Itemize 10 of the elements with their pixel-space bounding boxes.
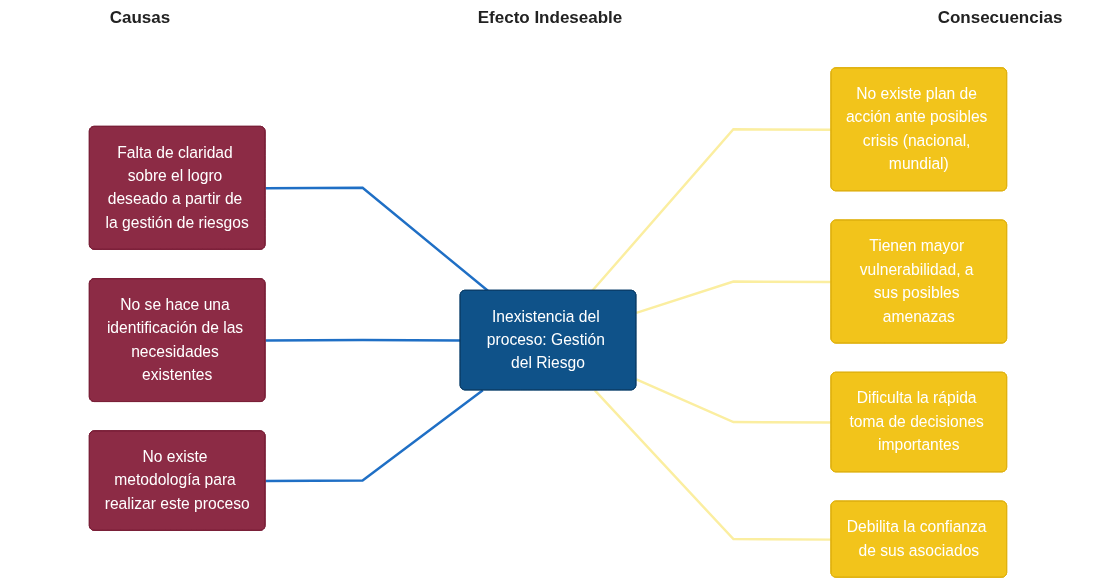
column-heading: Consecuencias <box>936 8 1064 28</box>
connector <box>591 128 832 292</box>
column-heading: Efecto Indeseable <box>476 8 624 28</box>
connector <box>635 280 832 314</box>
connector <box>265 338 461 342</box>
connector <box>593 389 832 541</box>
connector <box>635 378 832 424</box>
column-heading: Causas <box>108 8 172 28</box>
connector <box>265 389 484 483</box>
connector <box>265 186 489 292</box>
